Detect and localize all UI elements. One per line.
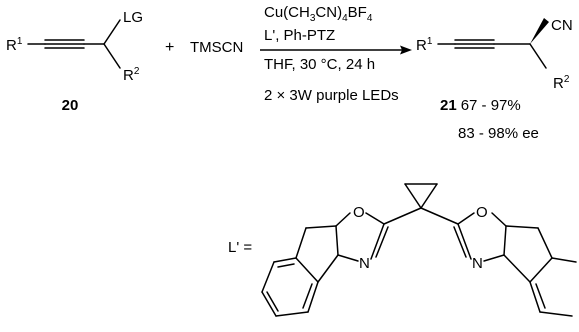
cyclopropane-bond-1 xyxy=(404,183,422,209)
bond-to-right-oxazoline xyxy=(420,207,459,225)
right-indane-ar-c4 xyxy=(503,254,531,283)
left-ox-c2-o xyxy=(365,212,385,225)
right-oxazoline-nitrogen: N xyxy=(472,255,483,272)
ligand-structure: L' = O N O N xyxy=(228,183,577,317)
left-benzene-bond-2 xyxy=(307,281,319,313)
ligand-label: L' = xyxy=(228,239,252,256)
left-oxazoline-oxygen: O xyxy=(353,204,365,221)
right-indane-ch2-ar xyxy=(537,227,553,259)
right-benzene-bond-3 xyxy=(539,311,573,317)
reaction-arrow-head xyxy=(400,45,412,55)
right-ox-o-c5 xyxy=(491,212,507,227)
product-r1-label: R1 xyxy=(416,36,433,54)
reactant-compound-number: 20 xyxy=(62,97,79,114)
product-cn-label: CN xyxy=(551,17,573,34)
left-benzene-inner-2 xyxy=(266,291,279,312)
bond-to-left-oxazoline xyxy=(383,207,422,225)
right-benzene-bond-1 xyxy=(529,257,553,283)
reagent-tmscn: TMSCN xyxy=(190,39,243,56)
cyclopropane-bond-3 xyxy=(420,183,438,209)
left-benzene-bond-3 xyxy=(275,311,309,317)
left-benzene-bond-6 xyxy=(273,257,297,263)
condition-catalyst: Cu(CH3CN)4BF4 xyxy=(264,4,373,24)
right-oxazoline-oxygen: O xyxy=(476,204,488,221)
right-ox-c2-o xyxy=(457,212,475,225)
condition-light: 2 × 3W purple LEDs xyxy=(264,87,399,104)
reactant-bond-to-r2 xyxy=(103,43,121,69)
left-benzene-bond-4 xyxy=(261,291,277,317)
right-indane-c5-ch2 xyxy=(505,225,539,229)
left-ox-c4-n xyxy=(337,254,359,262)
left-benzene-bond-1 xyxy=(295,257,319,283)
left-ox-c5-c4 xyxy=(335,225,339,256)
left-indane-c5-ch2 xyxy=(305,225,337,229)
left-ox-n-c2-b xyxy=(375,226,389,258)
right-ox-n-c2-b xyxy=(453,226,467,258)
product-r2-label: R2 xyxy=(553,74,570,92)
right-benzene-bond-2 xyxy=(529,281,541,313)
condition-ligand: L', Ph-PTZ xyxy=(264,27,335,44)
right-ox-c5-c4 xyxy=(503,225,507,256)
right-ox-n-c2-a xyxy=(457,223,472,260)
right-benzene-bond-4 xyxy=(551,257,577,263)
left-ox-o-c5 xyxy=(335,212,351,227)
plus-sign: + xyxy=(165,39,174,56)
product-ee: 83 - 98% ee xyxy=(458,125,539,142)
left-benzene-inner-1 xyxy=(302,283,313,309)
left-ox-n-c2-a xyxy=(370,223,385,260)
left-benzene-bond-5 xyxy=(261,261,275,293)
reactant-lg-label: LG xyxy=(123,9,143,26)
right-benzene-inner-1 xyxy=(535,283,546,309)
reactant-20: R1 LG R2 20 xyxy=(6,9,143,114)
left-oxazoline-nitrogen: N xyxy=(359,255,370,272)
right-ox-c4-n xyxy=(483,254,505,262)
reactant-r1-label: R1 xyxy=(6,36,23,54)
product-bond-to-r2 xyxy=(529,43,547,69)
left-indane-ch2-ar xyxy=(295,227,307,259)
reactant-bond-to-lg xyxy=(103,19,121,45)
reaction-conditions: Cu(CH3CN)4BF4 L', Ph-PTZ THF, 30 °C, 24 … xyxy=(260,4,412,104)
reactant-r2-label: R2 xyxy=(123,66,140,84)
product-wedge-bond-cn xyxy=(530,18,549,44)
condition-solvent: THF, 30 °C, 24 h xyxy=(264,56,375,73)
left-benzene-inner-3 xyxy=(277,263,295,268)
left-indane-ar-c4 xyxy=(317,254,339,283)
